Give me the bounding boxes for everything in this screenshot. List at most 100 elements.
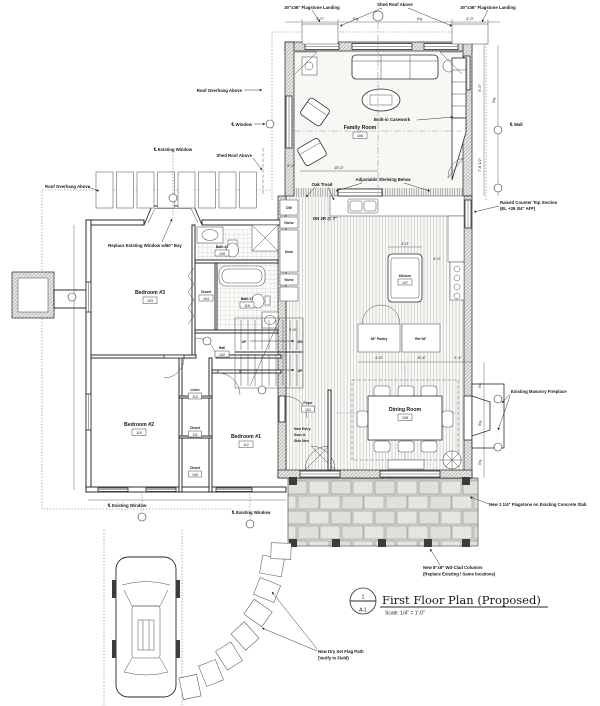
centerlines [141,22,462,520]
room-label-family-room: Family Room [344,125,377,131]
annotation-built-in-casework: Built-in Casework [374,117,411,122]
pantry-cabinet [357,323,401,353]
label-dw: DW [286,206,292,210]
car [112,556,180,698]
dimension-lines [67,10,503,529]
room-number-bedroom-3: 103 [147,299,153,303]
annotation-cl-existing-window-sw2: ℄ Existing Window [231,510,271,515]
bath-fixtures [196,224,279,329]
room-label-bedroom-1: Bedroom #1 [231,434,261,440]
dim-4ft: 4'-0" [433,256,441,261]
dim-3ft-top-right: 3'-0" [466,16,474,21]
dim-2ft4: 2'-4" [454,355,462,360]
annotation-flag-path-2: (Verify in Field) [318,656,349,661]
flagstone-landing-right [451,23,489,45]
foyer-entry [304,389,336,471]
annotation-raised-counter-1: Raised Counter Top Section [500,200,558,205]
room-number-closet-109: 109 [192,473,198,477]
rafters-above [95,171,257,209]
leader-lines [87,7,511,652]
sheet-number: A-1 [359,608,367,614]
annotation-raised-counter-2: (EL +39 3/4" AFF) [500,206,536,211]
annotation-replace-window: Replace Existing Window w/60" Bay [108,243,182,248]
annotation-flagstone-landing-left: 30"x36" Flagstone Landing [284,5,340,10]
family-room-walls [284,23,489,197]
dim-3ft-top-left: 3'-0" [316,16,324,21]
stair-dn-label: DN [298,340,303,344]
stair-up-label-2: UP [298,369,303,373]
kitchen-fixtures [329,188,465,353]
room-number-kitchen: 107 [402,281,408,285]
annotation-shed-roof-top: Shed Roof Above [377,2,413,7]
kitchen-island [387,253,423,303]
dim-eq-dining-1: Eq. [477,382,482,388]
annotation-new-entry-1: New Entry [294,427,311,431]
patio-columns [289,477,470,547]
roof-overhang-lines [41,31,487,706]
label-ref: Ref 36" [415,337,427,341]
room-number-hall: 102 [219,353,225,357]
room-label-bath-2: Bath #2 [216,245,228,249]
family-room-furniture [294,51,467,181]
room-label-closet-111: Closet [190,426,201,430]
dim-eq-top-2: Eq. [417,16,423,21]
detail-number: 1 [362,595,365,601]
label-desk: Desk [285,250,293,254]
annotation-existing-fireplace: Existing Masonry Fireplace [511,389,567,394]
dim-eq-right-1: Eq. [491,97,496,103]
label-niche-bottom: Niche [284,278,293,282]
room-number-family-room: 106 [357,134,363,138]
dim-eq-dining-2: Eq. [477,420,482,426]
room-label-dining-room: Dining Room [389,407,422,413]
annotation-roof-overhang-right: Roof Overhang Above [197,88,243,93]
room-number-bath-1: 115 [244,304,250,308]
annotation-flagstone-landing-right: 30"x36" Flagstone Landing [460,5,516,10]
room-number-bedroom-2: 110 [136,431,142,435]
room-label-bedroom-2: Bedroom #2 [124,422,154,428]
dim-7ft6: 7'-6 1/2" [477,157,482,172]
desk-strip [279,199,299,302]
annotation-new-columns-2: (Replace Existing / Same locations) [423,572,496,577]
fireplace [471,383,505,449]
dining-room-furniture [336,366,462,470]
annotation-oak-tread: Oak Tread [312,182,333,187]
main-band-walls [277,195,473,479]
annotation-cl-existing-window-top: ℄ Existing Window [153,147,193,152]
annotation-flag-path-1: New Dry Set Flag Path [318,649,364,654]
room-number-closet-111: 111 [192,433,197,437]
flagstone-patio [287,477,479,547]
built-in-casework-shape [451,57,467,119]
annotation-dn-2r: DN 2R @ 7" [313,216,337,221]
annotation-cl-window: ℄ Window [231,122,253,127]
text-labels: 30"x36" Flagstone Landing 30"x36" Flagst… [45,2,587,661]
annotation-new-flagstone: New 1 1/4" Flagstone on Existing Concret… [489,502,587,507]
drawing-title: First Floor Plan (Proposed) [382,593,541,607]
room-label-kitchen: Kitchen [399,274,411,278]
dim-4ft6: 4'-6" [375,355,383,360]
label-pantry: 36" Pantry [371,337,388,341]
dim-eq-top-1: Eq. [353,16,359,21]
annotation-adjustable-shelving: Adjustable Shelving Below [356,177,412,182]
room-label-hall: Hall [219,346,225,350]
stairs [234,317,304,389]
dim-eq-dining-3: Eq. [477,459,482,465]
annotation-new-entry-2: Door & [294,433,306,437]
flagstone-landing-left [301,23,339,45]
annotation-new-columns-1: New 8"x8" Wd-Clad Columns [423,565,483,570]
room-label-closet-109: Closet [190,466,201,470]
room-number-bath-2: 105 [219,252,225,256]
dim-2ft6: 2'-6" [289,327,297,332]
closet-bifold-door [187,267,195,325]
annotation-new-entry-3: Side lites [294,439,309,443]
label-niche-top: Niche [284,221,293,225]
annotation-cl-wall: ℄ Wall [509,122,523,127]
dim-2ft2: 2'-2" [287,163,295,168]
title-block: 1 A-1 First Floor Plan (Proposed) Scale:… [349,587,548,617]
room-number-bedroom-1: 112 [243,443,249,447]
dim-15ft: 15'-0" [334,165,345,170]
room-label-linen: Linen [190,388,199,392]
annotation-shed-roof-left: Shed Roof Above [216,153,252,158]
dim-8ft6: 8'-6" [418,355,426,360]
